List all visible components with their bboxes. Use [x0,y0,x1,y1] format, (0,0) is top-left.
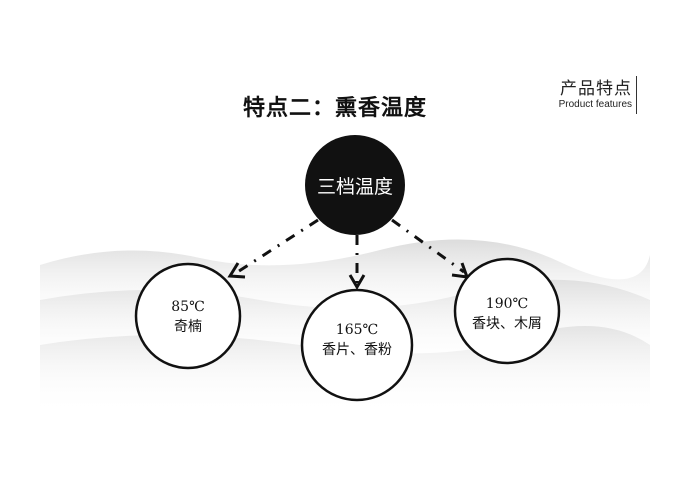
arrow-middle-icon [348,274,366,290]
page-title: 特点二：熏香温度 [242,96,427,121]
node-use: 奇楠 [174,319,202,335]
node-190 [453,257,561,365]
node-85-text: 85℃ 奇楠 [138,297,238,337]
arrow-right-icon [451,262,470,279]
badge-divider [636,76,637,114]
node-85 [134,262,242,370]
badge-en: Product features [558,99,632,110]
node-use: 香块、木屑 [472,316,542,332]
node-165-text: 165℃ 香片、香粉 [297,320,417,360]
product-features-badge: 产品特点 Product features [559,74,632,110]
node-temp: 165℃ [335,322,379,338]
node-use: 香片、香粉 [322,342,392,358]
arrow-left-icon [227,262,246,279]
node-190-text: 190℃ 香块、木屑 [447,294,567,334]
badge-cn: 产品特点 [560,79,632,99]
connector-left [235,218,319,275]
node-temp: 190℃ [485,296,529,312]
center-node-label: 三档温度 [316,176,393,198]
node-165 [300,288,414,402]
node-temp: 85℃ [171,299,205,315]
connector-right [391,218,465,274]
center-node [305,135,405,235]
